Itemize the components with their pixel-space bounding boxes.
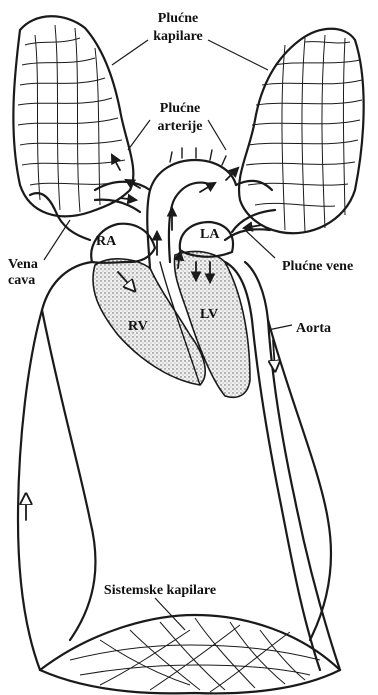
label-vena-cava-2: cava <box>8 273 35 288</box>
label-lv: LV <box>200 307 218 322</box>
label-plucne-kapilare-1: Plućne <box>158 11 198 26</box>
systemic-capillaries <box>40 615 340 693</box>
label-plucne-arterije-1: Plućne <box>160 101 200 116</box>
label-la: LA <box>200 227 220 242</box>
pulmonary-veins <box>95 200 275 240</box>
left-lung-capillaries <box>13 16 133 216</box>
label-plucne-vene: Plućne vene <box>282 259 353 274</box>
right-lung-capillaries <box>239 29 364 233</box>
label-plucne-kapilare-2: kapilare <box>153 29 203 44</box>
label-aorta: Aorta <box>296 321 331 336</box>
pulmonary-arteries <box>95 148 272 268</box>
label-rv: RV <box>128 319 148 334</box>
label-ra: RA <box>96 234 117 249</box>
label-vena-cava-1: Vena <box>8 257 38 272</box>
label-sistemske-kapilare: Sistemske kapilare <box>104 583 216 598</box>
label-plucne-arterije-2: arterije <box>157 119 202 134</box>
